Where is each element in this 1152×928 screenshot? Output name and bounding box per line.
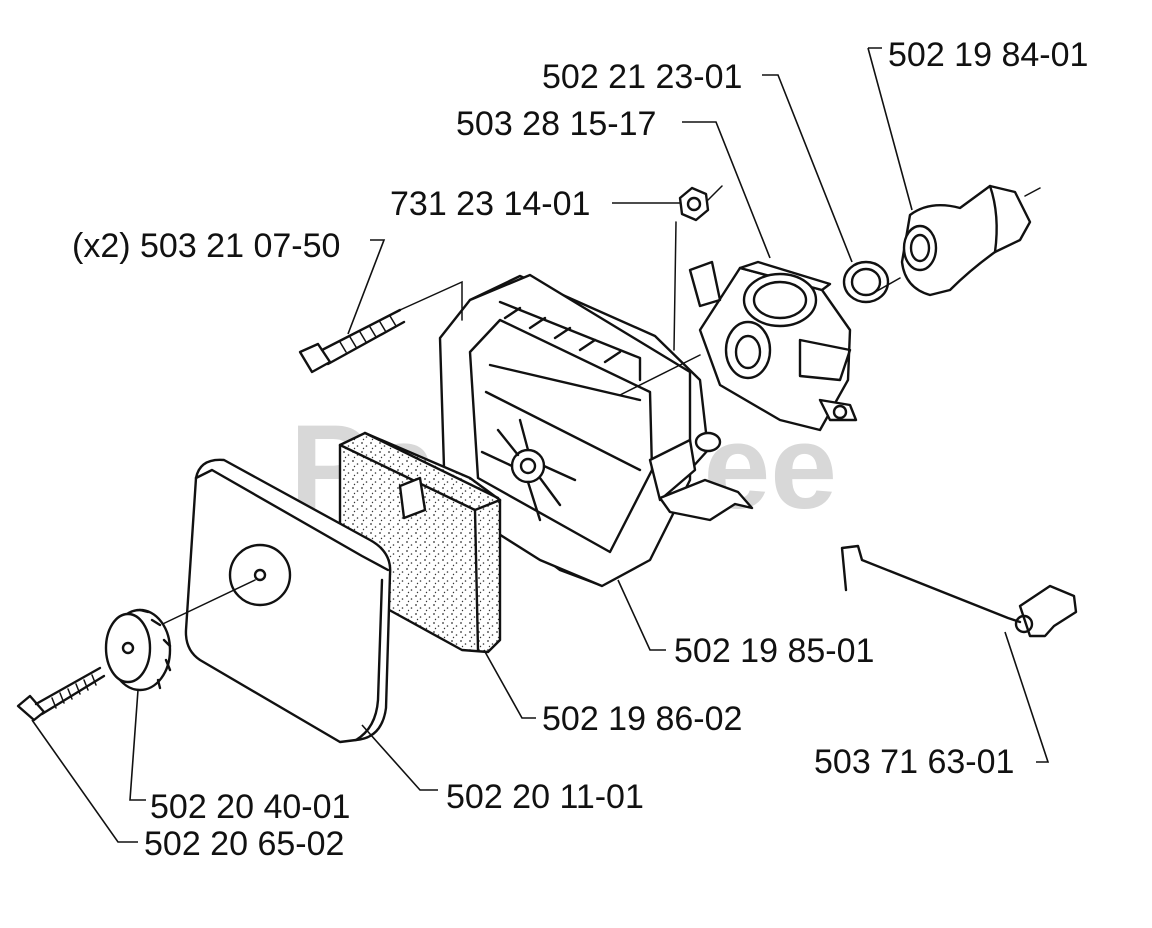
label-503-28-15-17: 503 28 15-17 (456, 105, 656, 143)
mounting-screw-part (298, 280, 463, 374)
label-502-20-11-01: 502 20 11-01 (446, 778, 644, 816)
choke-rod-part (840, 544, 1078, 638)
knob-part (104, 608, 172, 692)
long-screw-part (16, 666, 106, 722)
label-731-23-14-01: 731 23 14-01 (390, 185, 590, 223)
filter-cover-part (149, 458, 392, 744)
label-503-71-63-01: 503 71 63-01 (814, 743, 1014, 781)
label-503-21-07-50: (x2) 503 21 07-50 (72, 227, 340, 265)
nut-part (673, 185, 723, 351)
label-502-19-85-01: 502 19 85-01 (674, 632, 874, 670)
carburetor-housing-part (438, 273, 754, 588)
intake-adapter-part (869, 184, 1041, 297)
label-502-19-84-01: 502 19 84-01 (888, 36, 1088, 74)
leader-lines (31, 47, 1050, 843)
label-502-21-23-01: 502 21 23-01 (542, 58, 742, 96)
carburetor-part (619, 260, 858, 432)
label-502-20-65-02: 502 20 65-02 (144, 825, 344, 863)
label-502-19-86-02: 502 19 86-02 (542, 700, 742, 738)
gasket-part (842, 260, 890, 304)
label-502-20-40-01: 502 20 40-01 (150, 788, 350, 826)
